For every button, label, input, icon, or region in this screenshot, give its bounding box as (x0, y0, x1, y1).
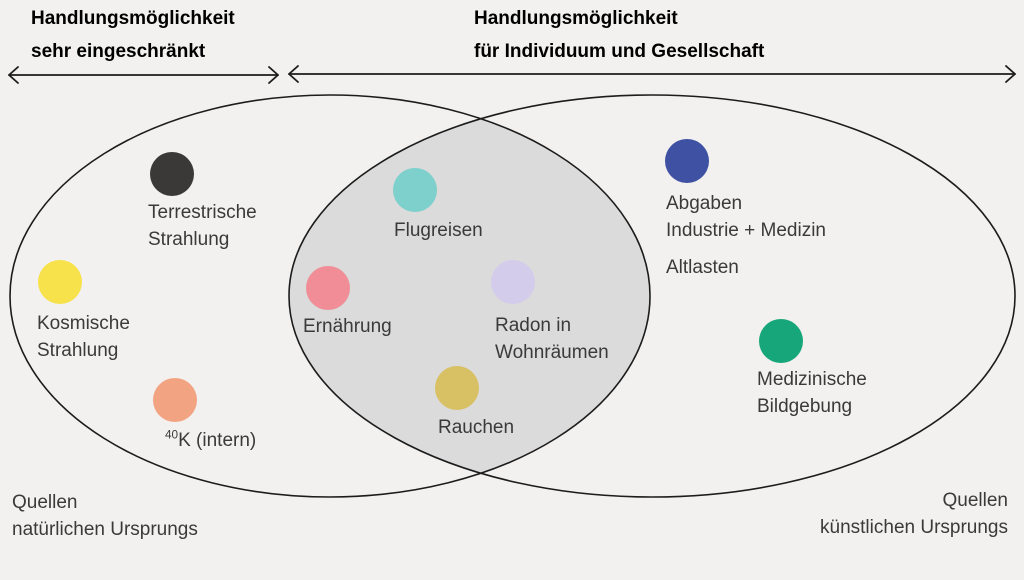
medizinische-bildgebung-dot (759, 319, 803, 363)
kosmische-strahlung-dot (38, 260, 82, 304)
left-range-arrow (8, 66, 279, 84)
k40-intern-dot (153, 378, 197, 422)
flugreisen-label: Flugreisen (394, 220, 483, 241)
right-range-arrow (288, 65, 1016, 83)
k40-text: K (intern) (178, 430, 257, 451)
k40-superscript: 40 (165, 428, 179, 442)
terrestrische-strahlung-dot (150, 152, 194, 196)
header-left-limited-action: Handlungsmöglichkeit sehr eingeschränkt (31, 8, 235, 62)
terrestrische-strahlung-label: Terrestrische Strahlung (148, 202, 257, 250)
kosmische-strahlung-label: Kosmische Strahlung (37, 313, 130, 361)
medizinische-bildgebung-label: Medizinische Bildgebung (757, 369, 867, 417)
artificial-sources-ellipse (288, 94, 1016, 498)
header-right-individual-society: Handlungsmöglichkeit für Individuum und … (474, 8, 765, 62)
natural-sources-ellipse (9, 94, 651, 498)
radon-label: Radon in Wohnräumen (495, 315, 609, 363)
flugreisen-dot (393, 168, 437, 212)
ernaehrung-label: Ernährung (303, 316, 392, 337)
overlap-region (289, 95, 650, 497)
abgaben-industrie-medizin-dot (665, 139, 709, 183)
footer-natural-origin: Quellen natürlichen Ursprungs (12, 492, 198, 540)
rauchen-label: Rauchen (438, 417, 515, 438)
k40-intern-label: 40K (intern) (165, 427, 256, 454)
ernaehrung-dot (306, 266, 350, 310)
rauchen-dot (435, 366, 479, 410)
footer-artificial-origin: Quellen künstlichen Ursprungs (820, 490, 1008, 538)
altlasten-label: Altlasten (666, 257, 739, 278)
radon-dot (491, 260, 535, 304)
abgaben-industrie-medizin-label: Abgaben Industrie + Medizin (666, 193, 826, 241)
